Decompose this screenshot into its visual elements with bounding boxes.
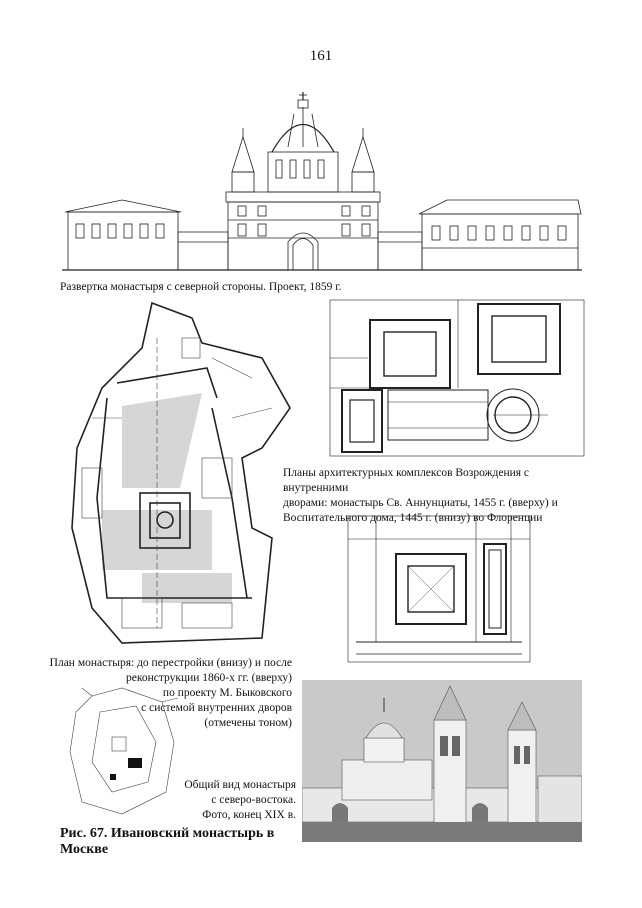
monastery-caption-line: по проекту М. Быковского [162,687,292,699]
spedale-plan [346,514,532,664]
elevation-drawing [62,92,582,277]
monastery-plan-caption: План монастыря: до перестройки (внизу) и… [40,656,292,731]
elevation-caption: Развертка монастыря с северной стороны. … [60,281,342,293]
photo-caption-line: Общий вид монастыря [184,779,296,791]
monastery-photo [302,680,582,842]
monastery-caption-line: (отмечены тоном) [204,717,292,729]
figure-title: Рис. 67. Ивановский монастырь в Москве [60,826,275,857]
photo-caption: Общий вид монастыря с северо-востока. Фо… [160,778,296,823]
page-number: 161 [309,48,333,64]
photo-caption-line: с северо-востока. [211,794,296,806]
renaissance-caption-line: дворами: монастырь Св. Аннунциаты, 1455 … [283,497,558,509]
monastery-caption-line: с системой внутренних дворов [141,702,292,714]
monastery-caption-line: реконструкции 1860-х гг. (вверху) [125,672,292,684]
photo-caption-line: Фото, конец XIX в. [202,809,296,821]
monastery-plan [62,298,294,648]
annunziata-plan [328,298,586,458]
monastery-caption-line: План монастыря: до перестройки (внизу) и… [49,657,292,669]
site-plan [62,682,180,820]
renaissance-caption-line: Планы архитектурных комплексов Возрожден… [283,467,530,494]
